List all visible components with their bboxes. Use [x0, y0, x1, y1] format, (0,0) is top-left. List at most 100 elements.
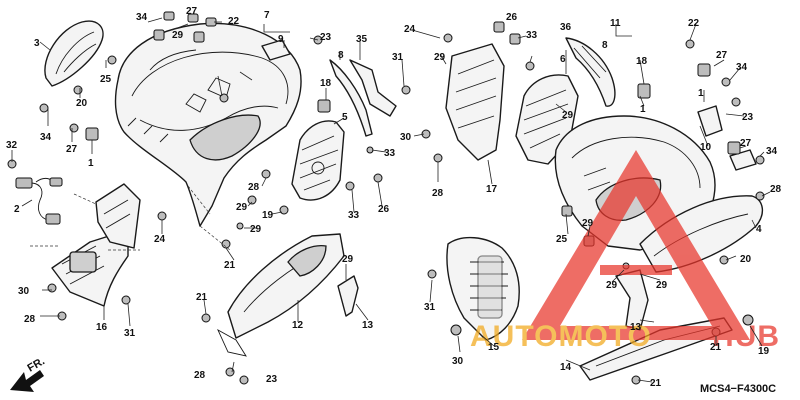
- clip-9-part: [261, 39, 291, 61]
- callout-32: 32: [6, 140, 18, 151]
- callout-28: 28: [24, 314, 36, 325]
- callout-33: 33: [348, 210, 360, 221]
- callout-31: 31: [392, 52, 404, 63]
- inner-side-panel-part: [445, 43, 505, 161]
- callout-27: 27: [186, 6, 198, 17]
- callout-20: 20: [76, 98, 88, 109]
- callout-21: 21: [196, 292, 208, 303]
- callout-29: 29: [342, 254, 354, 265]
- small-bracket-part: [337, 275, 359, 317]
- callout-30: 30: [400, 132, 412, 143]
- callout-31: 31: [424, 302, 436, 313]
- side-bracket-part: [349, 59, 397, 117]
- callout-7: 7: [264, 10, 270, 21]
- callout-34: 34: [766, 146, 778, 157]
- watermark-brand-right: HUB: [712, 320, 780, 353]
- callout-23: 23: [742, 112, 754, 123]
- callout-1: 1: [698, 88, 704, 99]
- callout-4: 4: [756, 224, 762, 235]
- callout-34: 34: [40, 132, 52, 143]
- trim-strip-part: [329, 59, 373, 137]
- callout-2: 2: [14, 204, 20, 215]
- callout-35: 35: [356, 34, 368, 45]
- callout-10: 10: [700, 142, 712, 153]
- callout-16: 16: [96, 322, 108, 333]
- callout-33: 33: [384, 148, 396, 159]
- watermark-logo: AUTOMOTO HUB: [470, 150, 780, 353]
- callout-30: 30: [452, 356, 464, 367]
- callout-8: 8: [338, 50, 344, 61]
- watermark-triangle-mark: [522, 150, 750, 340]
- small-side-cover-part: [95, 183, 141, 249]
- callout-13: 13: [362, 320, 374, 331]
- front-direction-indicator: FR.: [10, 355, 47, 392]
- callout-29: 29: [562, 110, 574, 121]
- callout-24: 24: [404, 24, 416, 35]
- callout-13: 13: [630, 322, 642, 333]
- inner-panel-part: [291, 120, 345, 201]
- leader-lines: [11, 17, 771, 383]
- callout-29: 29: [656, 280, 668, 291]
- callout-25: 25: [100, 74, 112, 85]
- callout-25: 25: [556, 234, 568, 245]
- right-trim-part: [565, 37, 616, 107]
- callout-27: 27: [716, 50, 728, 61]
- callout-22: 22: [228, 16, 240, 27]
- callout-20: 20: [740, 254, 752, 265]
- mirror-cover-part: [44, 20, 104, 87]
- callout-28: 28: [770, 184, 782, 195]
- front-arrow-icon: [10, 370, 44, 392]
- right-hardware: [401, 21, 765, 385]
- callout-26: 26: [506, 12, 518, 23]
- callout-21: 21: [650, 378, 662, 389]
- callout-28: 28: [432, 188, 444, 199]
- callout-28: 28: [248, 182, 260, 193]
- callout-9: 9: [278, 34, 284, 45]
- callout-6: 6: [560, 54, 566, 65]
- callout-29: 29: [236, 202, 248, 213]
- callout-19: 19: [758, 346, 770, 357]
- callout-29: 29: [606, 280, 618, 291]
- callout-17: 17: [486, 184, 498, 195]
- callout-30: 30: [18, 286, 30, 297]
- lower-side-panel-part: [51, 229, 129, 307]
- callout-24: 24: [154, 234, 166, 245]
- front-direction-label: FR.: [26, 355, 47, 374]
- right-brackets: [697, 105, 757, 171]
- callout-18: 18: [320, 78, 332, 89]
- callout-34: 34: [736, 62, 748, 73]
- callout-5: 5: [342, 112, 348, 123]
- callout-29: 29: [582, 218, 594, 229]
- callout-8: 8: [602, 40, 608, 51]
- callout-26: 26: [378, 204, 390, 215]
- callout-31: 31: [124, 328, 136, 339]
- wire-harness-part: [15, 177, 63, 225]
- callout-15: 15: [488, 342, 500, 353]
- lower-fairing-part: [217, 233, 345, 357]
- callout-12: 12: [292, 320, 304, 331]
- callout-18: 18: [636, 56, 648, 67]
- callout-3: 3: [34, 38, 40, 49]
- front-vent-panel-part: [446, 237, 520, 341]
- callout-23: 23: [320, 32, 332, 43]
- callout-22: 22: [688, 18, 700, 29]
- callout-27: 27: [66, 144, 78, 155]
- left-hardware: [7, 11, 383, 385]
- callout-36: 36: [560, 22, 572, 33]
- upper-cowl-part: [114, 22, 302, 227]
- callout-29: 29: [434, 52, 446, 63]
- callout-1: 1: [640, 104, 646, 115]
- callout-27: 27: [740, 138, 752, 149]
- callout-23: 23: [266, 374, 278, 385]
- callout-29: 29: [172, 30, 184, 41]
- callout-29: 29: [250, 224, 262, 235]
- diagram-code: MCS4−F4300C: [700, 383, 776, 395]
- watermark-brand-left: AUTOMOTO: [470, 320, 652, 353]
- callout-21: 21: [224, 260, 236, 271]
- callout-34: 34: [136, 12, 148, 23]
- callout-11: 11: [610, 18, 621, 29]
- left-dashed-lines: [30, 185, 231, 251]
